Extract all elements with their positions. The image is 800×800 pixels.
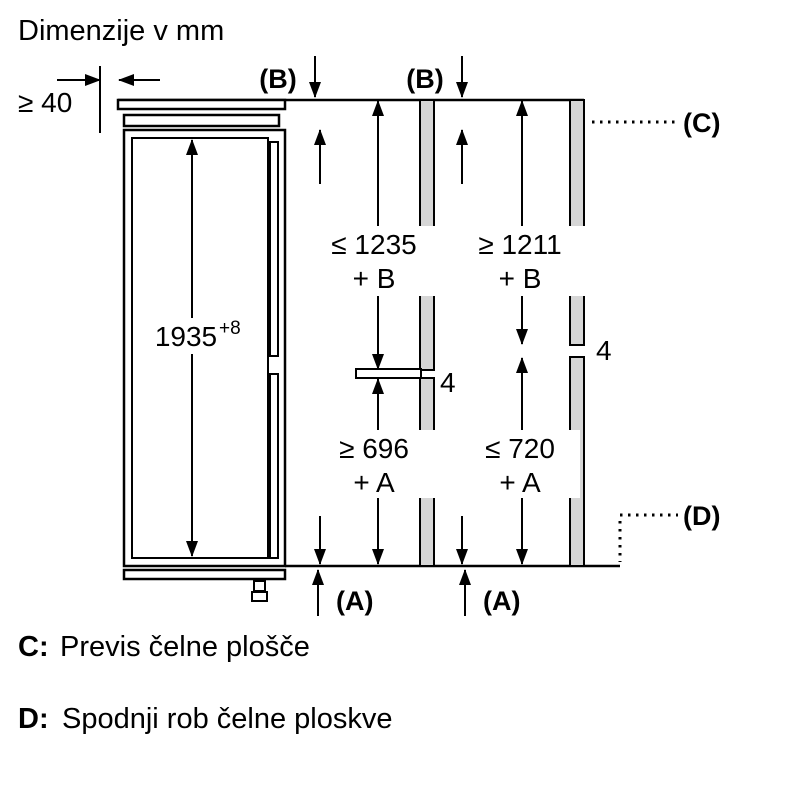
dimension-upper-right-background — [452, 226, 588, 296]
height-tolerance: +8 — [219, 318, 241, 339]
appliance-foot-1 — [253, 580, 266, 592]
b-label-1: (B) — [259, 64, 296, 94]
dimension-upper-right-value: ≥ 1211 — [478, 229, 561, 260]
dimension-lower-right-background — [458, 430, 580, 498]
a-dimension-markers: (A) (A) — [312, 516, 520, 616]
legend: C: Previs čelne plošče D: Spodnji rob če… — [18, 631, 392, 735]
c-reference: (C) — [592, 108, 720, 138]
gap-middle-value: 4 — [440, 367, 456, 398]
dimension-lower-left-value: ≥ 696 — [339, 433, 409, 464]
b-label-2: (B) — [406, 64, 443, 94]
b-dimension-markers: (B) (B) — [259, 56, 468, 184]
gap-right-value: 4 — [596, 335, 612, 366]
dimension-upper-left-value: ≤ 1235 — [331, 229, 416, 260]
dimension-upper-left-background — [306, 226, 442, 296]
dimension-lower-left-background — [314, 430, 436, 498]
dimension-upper-right-suffix: + B — [499, 263, 542, 294]
front-panel-right-upper — [569, 99, 585, 346]
a-label-2: (A) — [483, 586, 520, 616]
height-text-background — [148, 318, 244, 354]
legend-text-c: Previs čelne plošče — [60, 631, 310, 663]
height-value: 1935 — [155, 321, 217, 352]
d-label: (D) — [683, 501, 720, 531]
appliance-bottom-bar — [122, 568, 287, 581]
appliance-top-bar — [116, 98, 287, 111]
a-label-1: (A) — [336, 586, 373, 616]
c-label: (C) — [683, 108, 720, 138]
page-title: Dimenzije v mm — [18, 15, 224, 47]
dimension-lower-right: ≤ 720 + A — [458, 357, 580, 565]
dimension-lower-right-suffix: + A — [499, 467, 541, 498]
panel-gap-connector — [355, 368, 422, 379]
dimension-upper-right: ≥ 1211 + B — [452, 100, 588, 345]
wall-gap-dimension: ≥ 40 — [18, 66, 160, 133]
dimension-upper-left-suffix: + B — [353, 263, 396, 294]
dimension-lower-left: ≥ 696 + A — [314, 378, 436, 565]
appliance-door-edge-upper — [269, 141, 279, 357]
legend-key-c: C: — [18, 631, 49, 663]
d-reference: (D) — [618, 501, 720, 562]
appliance-door-edge-lower — [269, 373, 279, 559]
dimension-lower-left-suffix: + A — [353, 467, 395, 498]
legend-text-d: Spodnji rob čelne ploskve — [62, 703, 392, 735]
dimension-upper-left: ≤ 1235 + B — [306, 100, 442, 370]
legend-key-d: D: — [18, 703, 49, 735]
appliance-foot-2 — [251, 591, 268, 602]
appliance-top-bar-inner — [122, 113, 281, 128]
dimension-lower-right-value: ≤ 720 — [485, 433, 555, 464]
wall-gap-value: ≥ 40 — [18, 87, 72, 118]
appliance-height-dimension: 1935 +8 — [148, 139, 244, 557]
